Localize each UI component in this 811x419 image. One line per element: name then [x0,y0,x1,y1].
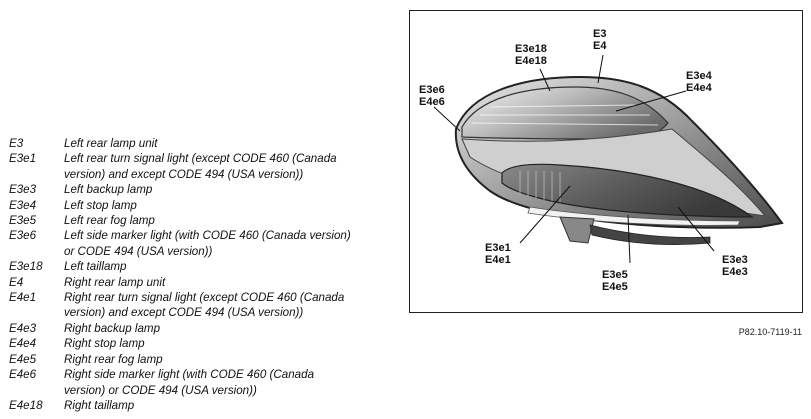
legend-code: E3e18 [9,260,43,274]
callout-side-marker-left: E3e6 [419,84,445,96]
legend-code: E3e4 [9,198,37,212]
legend-code: E3e5 [9,214,37,228]
legend-description: Left backup lamp [64,183,153,197]
legend-row: E3e6 Left side marker light (with CODE 46… [9,228,389,259]
legend-row: E3e1 Left rear turn signal light (except … [9,151,389,182]
tail-lamp-illustration [433,54,784,264]
legend-description: Left side marker light (with CODE 460 (C… [64,229,351,243]
callout-fog-lamp-right: E4e5 [602,281,628,293]
figure-reference: P82.10-7119-11 [738,327,802,337]
callout-backup-lamp: E3e3 E4e3 [722,254,748,278]
callout-stop-lamp: E3e4 E4e4 [686,70,712,94]
legend-row: E3 Left rear lamp unit [9,136,389,151]
callout-stop-lamp-left: E3e4 [686,70,712,82]
callout-turn-signal: E3e1 E4e1 [485,242,511,266]
callout-fog-lamp: E3e5 E4e5 [602,269,628,293]
legend-description: Left taillamp [64,260,127,274]
callout-lamp-unit-left: E3 [593,28,607,40]
legend-description: Right stop lamp [64,337,145,351]
legend-description: Right rear turn signal light (except COD… [64,291,345,305]
legend-row: E4e3 Right backup lamp [9,321,389,336]
legend-description: version) and except CODE 494 (USA versio… [64,167,304,181]
legend-code: E4e5 [9,352,37,366]
callout-fog-lamp-left: E3e5 [602,269,628,281]
callout-lamp-unit-right: E4 [593,40,607,52]
legend-row: E4e18 Right taillamp [9,398,389,413]
legend-code: E3e3 [9,183,37,197]
legend-description: version) or CODE 494 (USA version)) [64,383,257,397]
callout-taillamp: E3e18 E4e18 [515,43,547,67]
legend-code: E4e4 [9,337,37,351]
legend-description: Left rear turn signal light (except CODE… [64,152,337,166]
legend-row: E3e4 Left stop lamp [9,198,389,213]
legend-code: E4e1 [9,291,37,305]
legend-description: Right side marker light (with CODE 460 (… [64,368,315,382]
callout-turn-signal-right: E4e1 [485,254,511,266]
legend-row: E3e3 Left backup lamp [9,182,389,197]
legend-description: Right rear lamp unit [64,275,166,289]
tail-lamp-figure: E3 E4 E3e18 E4e18 E3e4 E4e4 E3e6 E4e6 E3… [409,10,803,313]
legend-row: E4e1 Right rear turn signal light (except… [9,290,389,321]
legend-code: E4 [9,275,24,289]
upper-lens [461,86,669,140]
legend-description: Left stop lamp [64,198,137,212]
legend-description: Left rear lamp unit [64,137,158,150]
legend-description: or CODE 494 (USA version)) [64,244,213,258]
legend-description: version) and except CODE 494 (USA versio… [64,306,304,320]
legend-code: E3 [9,137,24,150]
callout-stop-lamp-right: E4e4 [686,82,712,94]
legend-row: E4e5 Right rear fog lamp [9,352,389,367]
legend-code: E3e6 [9,229,37,243]
callout-side-marker-right: E4e6 [419,96,445,108]
legend-row: E3e5 Left rear fog lamp [9,213,389,228]
legend-row: E4e4 Right stop lamp [9,336,389,351]
callout-taillamp-left: E3e18 [515,43,547,55]
callout-taillamp-right: E4e18 [515,55,547,67]
legend-description: Right taillamp [64,398,135,412]
legend-description: Left rear fog lamp [64,214,155,228]
legend-row: E3e18 Left taillamp [9,259,389,274]
mounting-bracket [559,216,595,244]
legend-row: E4 Right rear lamp unit [9,275,389,290]
legend-description: Right rear fog lamp [64,352,163,366]
legend-code: E4e6 [9,368,37,382]
legend-code: E3e1 [9,152,37,166]
legend-description: Right backup lamp [64,321,161,335]
lower-lens [501,163,754,218]
legend-row: E4e6 Right side marker light (with CODE 4… [9,367,389,398]
callout-lamp-unit: E3 E4 [593,28,606,52]
legend-code: E4e18 [9,398,43,412]
callout-backup-lamp-right: E4e3 [722,266,748,278]
legend-code: E4e3 [9,321,37,335]
callout-turn-signal-left: E3e1 [485,242,511,254]
callout-backup-lamp-left: E3e3 [722,254,748,266]
upper-lens-ribs [471,104,659,126]
leader-lines [433,54,715,264]
callout-side-marker: E3e6 E4e6 [419,84,445,108]
